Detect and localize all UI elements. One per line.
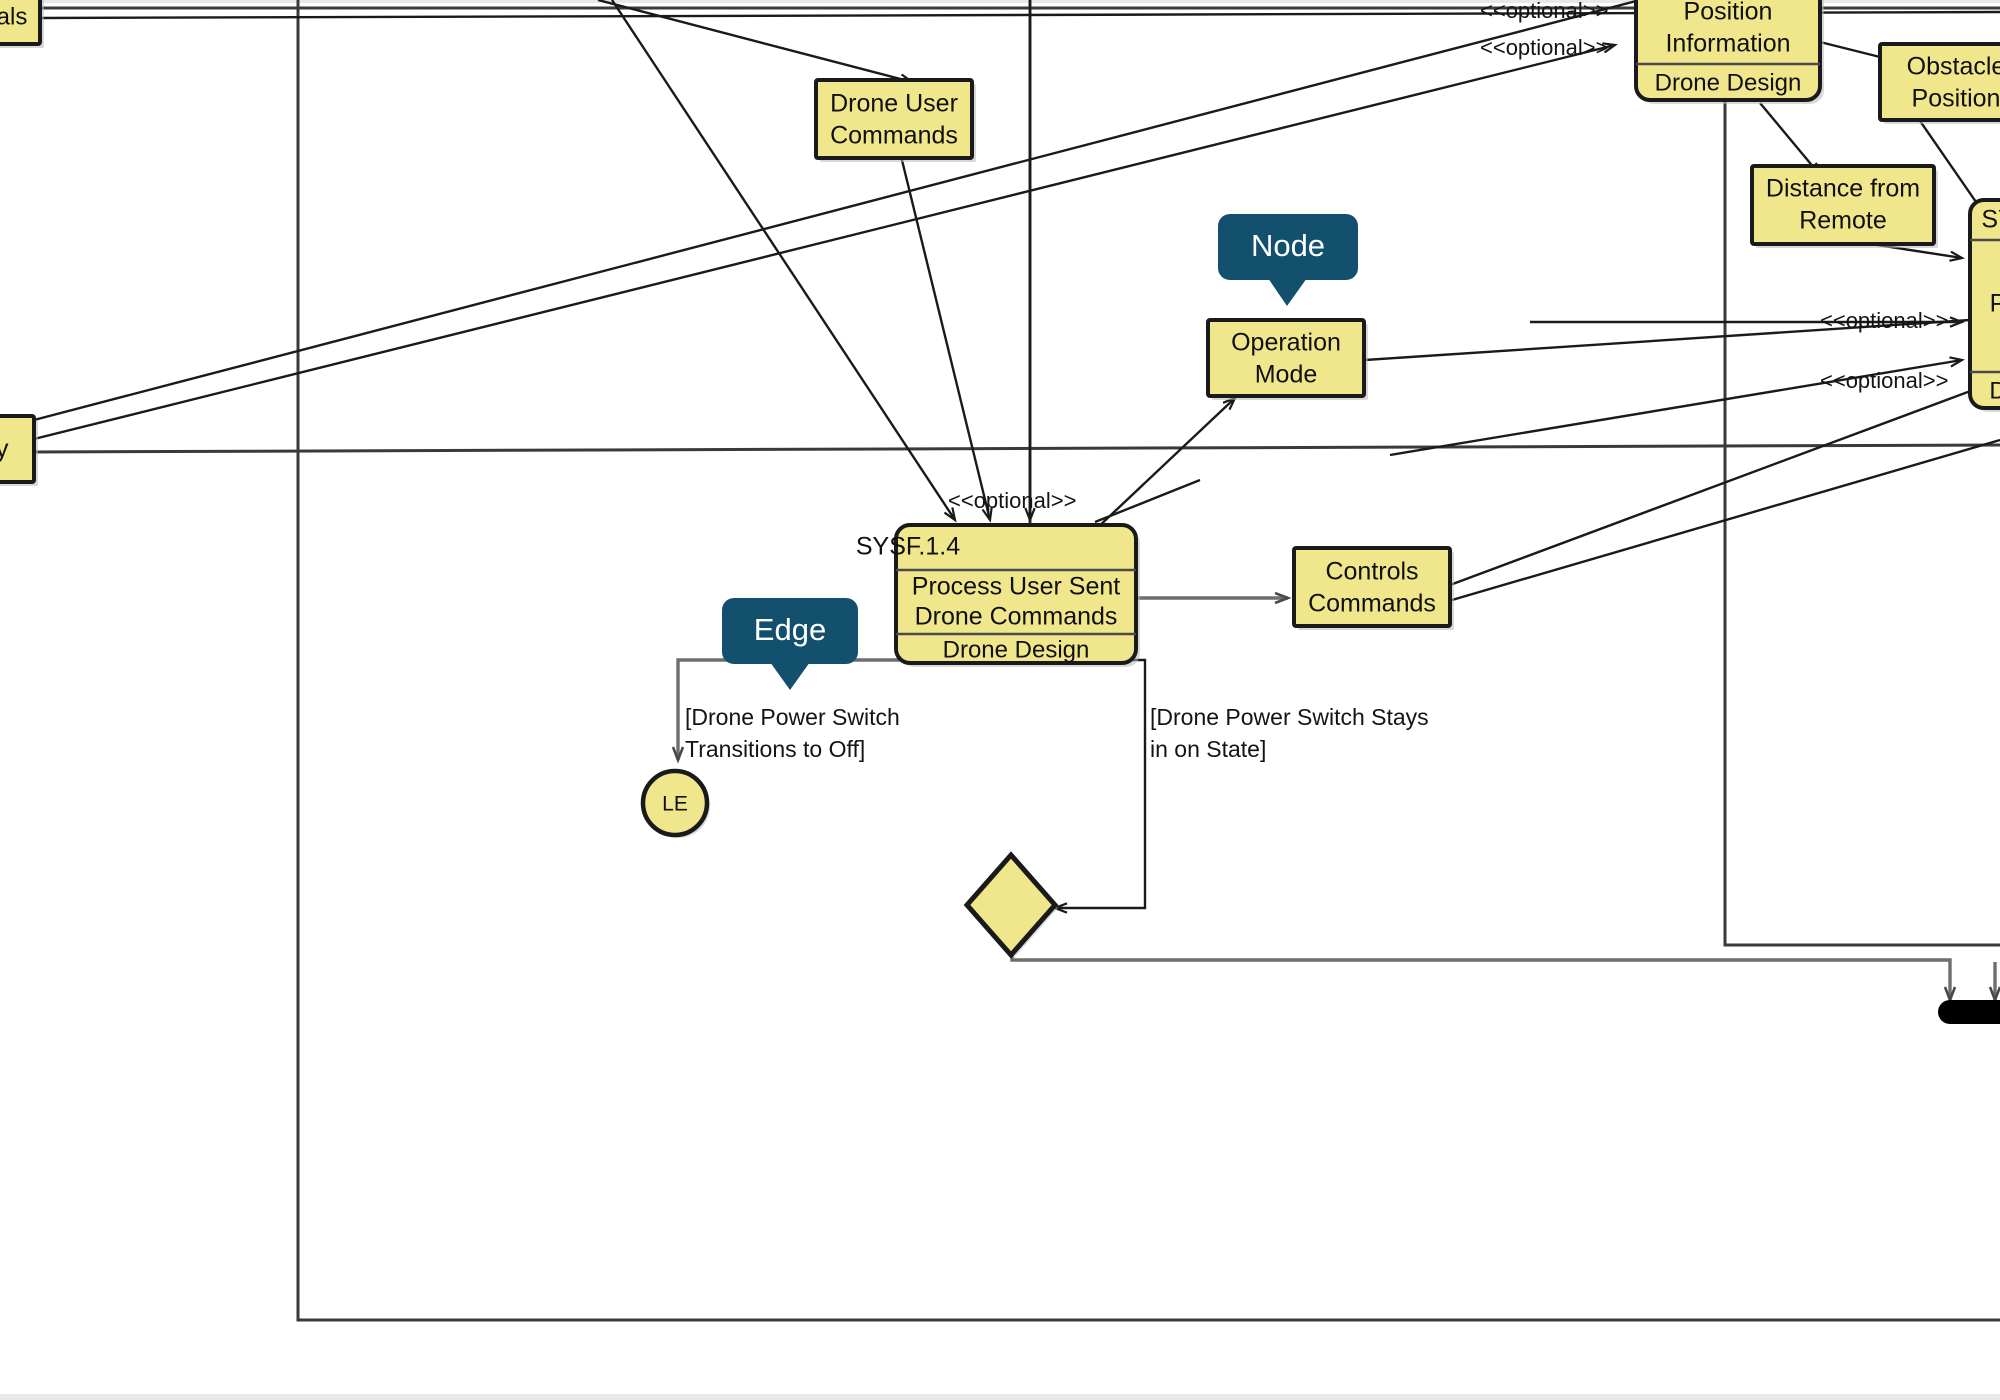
canvas-top-edge	[0, 0, 2000, 3]
edge-drone-user-commands-to-sysf	[898, 151, 990, 520]
edge-left-upward-diagonal	[33, 0, 1641, 422]
partition-inner-right	[1723, 45, 2000, 947]
optional-label-top-1: <<optional>>	[1480, 0, 1608, 23]
node-final-le-circle	[640, 768, 710, 838]
node-sysf-1-4-id: SYSF.1.4	[856, 533, 960, 561]
optional-label-mid-2: <<optional>>	[1820, 368, 1948, 393]
node-operation-mode-line1: Operation	[1231, 329, 1341, 357]
node-controls-commands-box	[1292, 546, 1452, 628]
node-distance-from-remote-box	[1750, 164, 1936, 246]
node-distance-from-remote-line1: Distance from	[1766, 175, 1920, 203]
optional-label-mid-1: <<optional>>	[1820, 308, 1948, 333]
guard-labels: [Drone Power Switch Transitions to Off] …	[685, 704, 1429, 762]
node-position-information-line1: Position	[1684, 0, 1773, 26]
edge-obstacle-to-sysf-right	[1917, 117, 1985, 215]
node-sysf-1-4-line2: Drone Commands	[915, 603, 1118, 631]
callout-edge-badge-body	[722, 598, 858, 664]
node-sysf-right-partial-id: SY	[1981, 206, 2000, 234]
node-sysf-1-4-compartment: Drone Design	[943, 636, 1090, 663]
node-obstacle-position[interactable]: Obstacle Position	[1878, 42, 2000, 124]
edge-left-to-position-information	[29, 45, 1615, 442]
partition-mid-horizontal	[29, 443, 2000, 454]
node-sysf-right-partial-compartment: D	[1989, 377, 2000, 404]
guard-off-line2: Transitions to Off]	[685, 736, 865, 762]
node-decision-diamond-shape	[963, 851, 1059, 959]
node-drone-user-commands[interactable]: Drone User Commands	[814, 78, 976, 162]
callout-edge-badge[interactable]: Edge	[722, 598, 858, 690]
edge-decision-to-join-bar	[1010, 928, 1950, 1000]
node-join-bar[interactable]	[1938, 1000, 2000, 1024]
node-controls-commands-line1: Controls	[1325, 558, 1418, 586]
node-sysf-right-partial-box	[1968, 198, 2000, 410]
node-obstacle-position-line2: Position	[1912, 85, 2000, 113]
edge-topleft-to-sysf	[610, 0, 955, 520]
callout-edge-badge-pointer	[770, 662, 810, 690]
stereotype-labels: <<optional>> <<optional>> al>> <<optiona…	[948, 0, 1948, 513]
node-clipped-left-mid-label: y	[0, 433, 9, 463]
callout-node-badge[interactable]: Node	[1218, 214, 1358, 306]
node-position-information-line2: Information	[1665, 30, 1790, 58]
node-operation-mode[interactable]: Operation Mode	[1206, 318, 1368, 400]
callout-node-badge-pointer	[1268, 278, 1307, 306]
node-distance-from-remote[interactable]: Distance from Remote	[1750, 164, 1938, 248]
edge-sysf-to-decision	[1055, 658, 1147, 908]
guard-on-line2: in on State]	[1150, 736, 1266, 762]
node-clipped-left-top[interactable]: als	[0, 0, 44, 48]
node-clipped-left-top-box	[0, 0, 42, 46]
node-controls-commands-line2: Commands	[1308, 590, 1436, 618]
node-obstacle-position-line1: Obstacle	[1907, 53, 2000, 81]
edge-position-to-distance	[1759, 102, 1820, 175]
callout-node-badge-body	[1218, 214, 1358, 280]
edge-controls-commands-upper-right	[1449, 378, 2000, 587]
node-sysf-1-4-line1: Process User Sent	[912, 573, 1120, 601]
node-position-information-box	[1634, 0, 1822, 102]
node-final-le[interactable]: LE	[640, 768, 710, 838]
partition-outer-left	[296, 0, 2000, 1322]
node-clipped-left-mid[interactable]: y	[0, 414, 38, 486]
node-clipped-left-mid-box	[0, 414, 36, 484]
node-decision-diamond[interactable]	[963, 851, 1059, 959]
edge-optional-low-into-sysf-right	[1389, 360, 1962, 457]
node-sysf-right-partial-body: P	[1990, 290, 2000, 318]
edge-top-to-drone-user-commands	[597, 0, 912, 82]
guard-off-line1: [Drone Power Switch	[685, 704, 900, 730]
node-sysf-1-4-box	[894, 523, 1138, 665]
node-drone-user-commands-line1: Drone User	[830, 90, 958, 118]
guard-on-line1: [Drone Power Switch Stays	[1150, 704, 1429, 730]
node-controls-commands[interactable]: Controls Commands	[1292, 546, 1454, 630]
edge-controls-commands-lower-right	[1451, 438, 2000, 602]
node-obstacle-position-box	[1878, 42, 2000, 122]
node-sysf-right-partial[interactable]: SY P D	[1968, 198, 2000, 412]
optional-label-sysf-in: <<optional>>	[948, 488, 1076, 513]
node-sysf-1-4[interactable]: SYSF.1.4 Process User Sent Drone Command…	[856, 523, 1140, 667]
node-position-information[interactable]: Position Information Drone Design	[1634, 0, 1824, 104]
edge-operation-mode-to-right	[1364, 316, 2000, 362]
node-join-bar-shape	[1938, 1000, 2000, 1024]
optional-label-top-2: <<optional>>	[1480, 35, 1608, 60]
node-operation-mode-line2: Mode	[1255, 361, 1318, 389]
callout-edge-badge-label: Edge	[754, 612, 826, 647]
node-final-le-label: LE	[662, 793, 688, 816]
node-distance-from-remote-line2: Remote	[1799, 207, 1887, 235]
node-operation-mode-box	[1206, 318, 1366, 398]
canvas-bottom-edge	[0, 1394, 2000, 1400]
callout-node-badge-label: Node	[1251, 228, 1325, 263]
node-position-information-compartment: Drone Design	[1655, 69, 1802, 96]
node-drone-user-commands-box	[814, 78, 974, 160]
node-clipped-left-top-label: als	[0, 3, 27, 30]
edge-sysf-to-operation-mode	[1094, 398, 1235, 531]
node-drone-user-commands-line2: Commands	[830, 122, 958, 150]
